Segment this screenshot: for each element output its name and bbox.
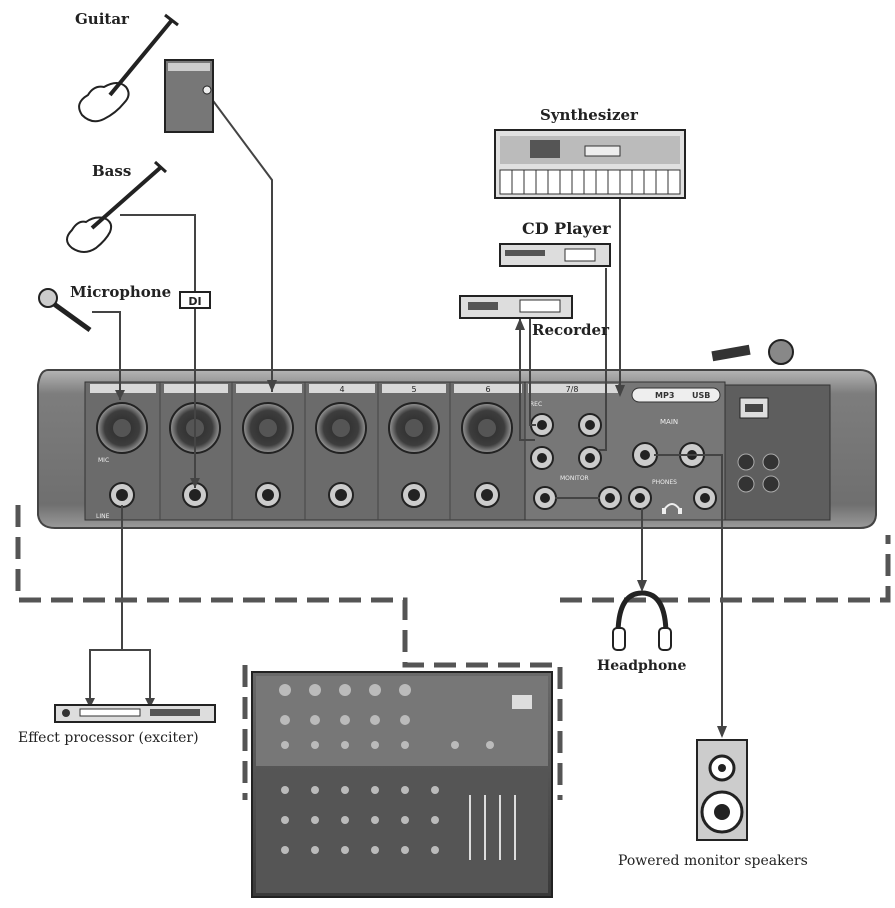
headphone-icon (662, 503, 682, 514)
mp3-usb-badge: MP3 USB (631, 387, 721, 403)
powered-speaker-icon (696, 739, 748, 841)
synthesizer-label: Synthesizer (540, 106, 638, 124)
bass-guitar-icon (66, 160, 168, 253)
recorder-label: Recorder (532, 321, 609, 339)
line-label: LINE (96, 513, 110, 520)
effect-processor-icon (54, 704, 216, 723)
line-jack[interactable] (328, 482, 354, 508)
xlr-jack[interactable] (242, 402, 294, 454)
rec-label: REC (530, 401, 542, 408)
usb-player-button[interactable] (762, 475, 780, 493)
monitor-jack[interactable] (533, 486, 557, 510)
cd-cable (598, 268, 607, 451)
mp3-label: MP3 (655, 391, 674, 400)
input-jack[interactable] (578, 413, 602, 437)
guitar-icon (78, 13, 179, 123)
channel-number-6: 6 (485, 385, 490, 394)
usb-player-button[interactable] (737, 475, 755, 493)
rec-jack[interactable] (530, 413, 554, 437)
line-inputs: LINE (96, 482, 500, 520)
phones-jack[interactable] (693, 486, 717, 510)
amplifier-icon (164, 59, 214, 133)
phones-jack[interactable] (628, 486, 652, 510)
channel-strips: 4 5 6 7/8 (90, 382, 618, 520)
cd-player-label: CD Player (522, 219, 611, 238)
line-jack[interactable] (401, 482, 427, 508)
main-out-cable (654, 454, 723, 736)
line-jack[interactable] (109, 482, 135, 508)
channel-number-4: 4 (339, 385, 344, 394)
recorder-icon (459, 295, 573, 319)
line-jack[interactable] (474, 482, 500, 508)
xlr-jack[interactable] (388, 402, 440, 454)
front-mixer-image (251, 671, 553, 898)
recorder-cable-a (519, 318, 535, 441)
guitar-cable (204, 89, 273, 392)
usb-player (737, 397, 780, 493)
microphone-icon (38, 288, 92, 333)
cables (85, 89, 727, 738)
headphone-device-icon (612, 590, 672, 651)
xlr-inputs: MIC (96, 402, 513, 464)
effect-loop-cable (89, 649, 151, 705)
mixer-rear-panel (37, 339, 877, 529)
guitar-label: Guitar (75, 10, 129, 28)
bass-label: Bass (92, 162, 132, 180)
usb-label: USB (692, 391, 710, 400)
dashed-outline (15, 505, 891, 800)
cd-player-icon (499, 243, 611, 267)
bass-cable (120, 214, 196, 292)
main-out-jack[interactable] (632, 442, 658, 468)
usb-player-button[interactable] (737, 453, 755, 471)
synthesizer-icon (494, 129, 686, 199)
line-jack[interactable] (255, 482, 281, 508)
stereo-input-section: REC MONITOR (530, 401, 622, 510)
microphone-cable (92, 311, 121, 400)
recorder-cable-b (529, 318, 536, 426)
rec-jack[interactable] (530, 446, 554, 470)
xlr-jack[interactable] (96, 402, 148, 454)
monitor-jack[interactable] (598, 486, 622, 510)
main-label: MAIN (660, 418, 678, 426)
xlr-jack[interactable] (315, 402, 367, 454)
channel-number-5: 5 (411, 385, 416, 394)
usb-player-button[interactable] (762, 453, 780, 471)
monitor-label: MONITOR (560, 475, 589, 482)
powered-monitor-speakers-label: Powered monitor speakers (618, 853, 808, 869)
channel-number-7-8: 7/8 (566, 385, 579, 394)
xlr-jack[interactable] (461, 402, 513, 454)
effect-processor-label: Effect processor (exciter) (18, 730, 199, 746)
di-box: DI (179, 291, 211, 309)
line-jack[interactable] (182, 482, 208, 508)
microphone-label: Microphone (70, 283, 172, 301)
headphone-label: Headphone (597, 658, 687, 674)
phones-label: PHONES (652, 479, 677, 486)
di-label: DI (188, 295, 201, 308)
input-jack[interactable] (578, 446, 602, 470)
mic-label: MIC (98, 457, 109, 464)
